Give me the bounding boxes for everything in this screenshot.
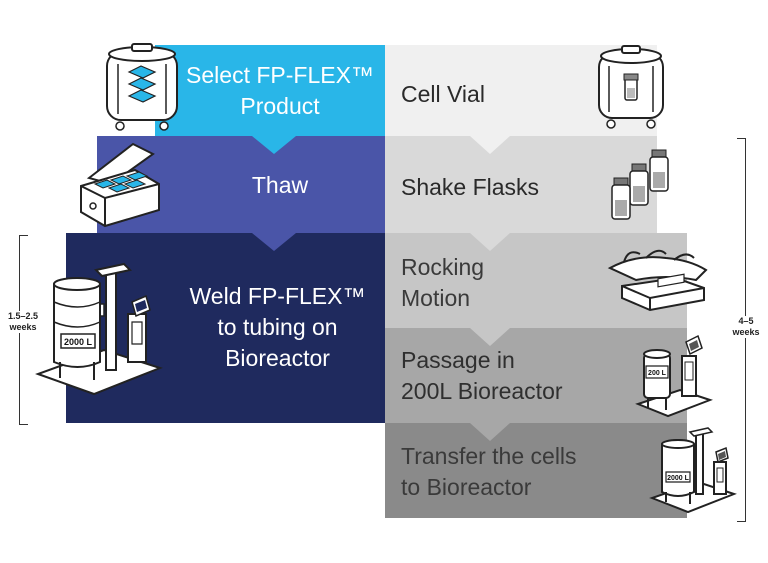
step-passage-label: Passage in 200L Bioreactor [401,347,563,404]
arrow-down-icon [252,136,296,154]
right-duration-label: 4–5 weeks [725,316,767,338]
step-rocking-motion-label: Rocking Motion [401,254,485,311]
arrow-down-icon [252,233,296,251]
step-select-product-block [155,45,385,136]
step-thaw-label: Thaw [251,172,309,198]
arrow-down-icon [470,423,510,441]
bioreactor-2000l-icon: 2000 L [34,262,164,400]
step-shake-flasks-label: Shake Flasks [401,174,540,200]
thaw-bath-icon [75,140,165,228]
rocking-bag-icon [606,246,710,314]
bioreactor-2000l-icon: 2000 L [650,428,736,514]
left-duration-label: 1.5–2.5 weeks [0,311,46,333]
shake-flasks-icon [608,148,672,222]
incubator-bags-icon [104,42,182,132]
svg-text:2000 L: 2000 L [667,475,690,482]
step-weld-label: Weld FP-FLEX™ to tubing on Bioreactor [189,283,366,371]
bioreactor-200l-icon: 200 L [634,332,714,422]
arrow-down-icon [470,328,510,346]
step-transfer-label: Transfer the cells to Bioreactor [401,443,577,500]
svg-text:2000 L: 2000 L [64,337,93,347]
arrow-down-icon [470,233,510,251]
step-cell-vial-label: Cell Vial [401,81,485,107]
svg-text:200 L: 200 L [648,370,667,377]
arrow-down-icon [470,136,510,154]
step-select-product-label: Select FP-FLEX™ Product [186,62,374,119]
incubator-vial-icon [596,44,668,130]
step-transfer-block [385,423,687,518]
step-passage-block [385,328,687,423]
